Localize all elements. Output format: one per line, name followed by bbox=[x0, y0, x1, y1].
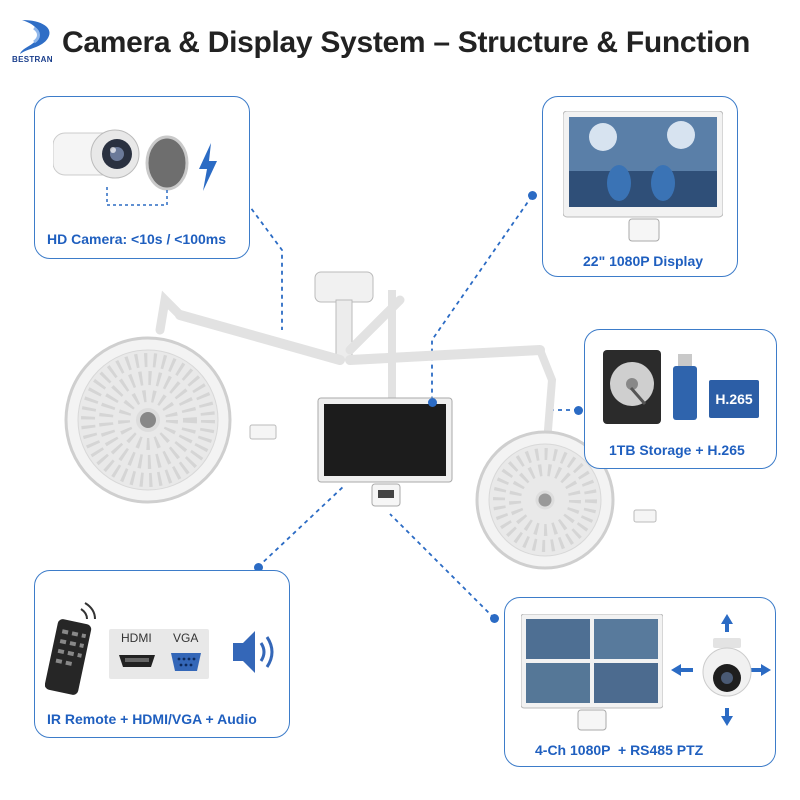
connector-dot bbox=[254, 563, 263, 572]
brand-name: BESTRAN bbox=[12, 55, 53, 64]
io-card: HDMI VGA IR Remote + HDMI/VGA + Audio bbox=[34, 570, 290, 738]
hard-drive-icon bbox=[603, 350, 661, 424]
quad-monitor-icon bbox=[521, 614, 663, 731]
camera-caption: HD Camera: <10s / <100ms bbox=[47, 231, 226, 247]
speaker-icon bbox=[233, 631, 274, 673]
connector-dot bbox=[490, 614, 499, 623]
ptz-camera-icon bbox=[671, 614, 771, 726]
storage-card: H.265 1TB Storage + H.265 bbox=[584, 329, 777, 469]
usb-stick-icon bbox=[673, 354, 697, 420]
vga-port-icon bbox=[171, 653, 201, 671]
page-title: Camera & Display System – Structure & Fu… bbox=[62, 26, 751, 59]
video-caption: 4-Ch 1080P + RS485 PTZ bbox=[535, 742, 704, 758]
filter-lens-icon bbox=[145, 135, 189, 191]
hdmi-port-icon bbox=[119, 655, 155, 667]
remote-icon bbox=[45, 602, 96, 695]
display-card: 22" 1080P Display bbox=[542, 96, 738, 277]
connector-dot bbox=[528, 191, 537, 200]
connector-bracket bbox=[106, 187, 168, 206]
vga-label: VGA bbox=[173, 631, 199, 645]
hdmi-label: HDMI bbox=[121, 631, 152, 645]
camera-icon bbox=[53, 129, 140, 179]
camera-card: HD Camera: <10s / <100ms bbox=[34, 96, 250, 259]
storage-caption: 1TB Storage + H.265 bbox=[609, 442, 745, 458]
io-caption: IR Remote + HDMI/VGA + Audio bbox=[47, 711, 257, 727]
video-card: 4-Ch 1080P + RS485 PTZ bbox=[504, 597, 776, 767]
connector-dot bbox=[574, 406, 583, 415]
monitor-icon bbox=[563, 111, 723, 242]
connector-dot bbox=[428, 398, 437, 407]
lightning-icon bbox=[199, 143, 217, 191]
display-caption: 22" 1080P Display bbox=[583, 253, 704, 269]
brand-logo-icon bbox=[20, 20, 50, 54]
codec-badge: H.265 bbox=[709, 380, 759, 418]
